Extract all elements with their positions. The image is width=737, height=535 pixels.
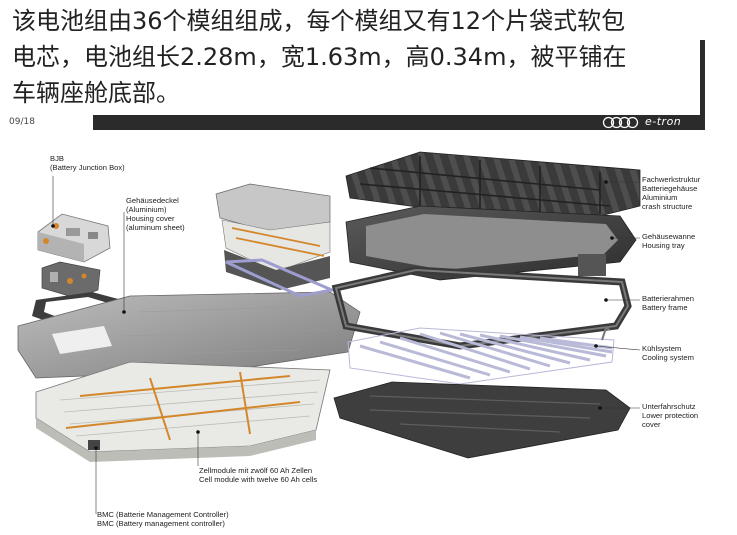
label-housing-tray: Gehäusewanne Housing tray	[642, 232, 695, 250]
upper-module-stack	[216, 184, 330, 290]
label-battery-frame: Batterierahmen Battery frame	[642, 294, 694, 312]
battery-exploded-view	[0, 135, 737, 535]
label-cell-module: Zellmodule mit zwölf 60 Ah Zellen Cell m…	[199, 466, 317, 484]
label-cooling-system: Kühlsystem Cooling system	[642, 344, 694, 362]
audi-rings-icon	[602, 116, 642, 129]
label-housing-cover: Gehäusedeckel (Aluminium) Housing cover …	[126, 196, 185, 232]
housing-tray	[346, 206, 636, 280]
caption-panel: 该电池组由36个模组组成，每个模组又有12个片袋式软包 电芯，电池组长2.28m…	[0, 0, 700, 115]
label-crash-structure: Fachwerkstruktur Batteriegehäuse Alumini…	[642, 175, 700, 211]
brand-logo-text: e-tron	[645, 115, 681, 128]
caption-line-2: 电芯，电池组长2.28m，宽1.63m，高0.34m，被平铺在	[12, 42, 626, 72]
page-number: 09/18	[9, 117, 35, 127]
caption-line-1: 该电池组由36个模组组成，每个模组又有12个片袋式软包	[12, 6, 625, 36]
label-lower-protection: Unterfahrschutz Lower protection cover	[642, 402, 698, 429]
bjb-unit	[38, 214, 110, 262]
label-bjb: BJB (Battery Junction Box)	[50, 154, 125, 172]
lower-protection	[334, 382, 630, 458]
cell-module-layer	[36, 362, 330, 462]
caption-line-3: 车辆座舱底部。	[12, 78, 180, 108]
label-bmc: BMC (Batterie Management Controller) BMC…	[97, 510, 229, 528]
